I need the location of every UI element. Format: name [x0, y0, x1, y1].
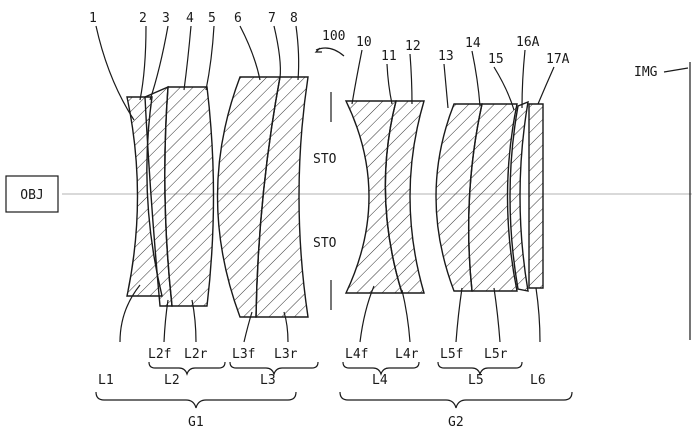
label-17a: 17A: [546, 52, 570, 67]
label-11: 11: [381, 49, 397, 64]
label-l3r: L3r: [274, 347, 298, 362]
label-l3f: L3f: [232, 347, 255, 362]
label-l2r: L2r: [184, 347, 208, 362]
label-8: 8: [290, 11, 298, 26]
label-6: 6: [234, 11, 242, 26]
sto-label-upper: STO: [313, 152, 337, 167]
label-5: 5: [208, 11, 216, 26]
label-2: 2: [139, 11, 147, 26]
lens-l2r: [164, 86, 215, 307]
label-l4r: L4r: [395, 347, 419, 362]
label-g1: G1: [188, 415, 204, 430]
label-l5r: L5r: [484, 347, 508, 362]
label-l6: L6: [530, 373, 546, 388]
label-l4: L4: [372, 373, 388, 388]
label-l1: L1: [98, 373, 114, 388]
lens-l4r: [384, 100, 425, 294]
label-l5f: L5f: [440, 347, 463, 362]
ref-100-arrow: [314, 47, 322, 53]
lens-l3r: [255, 76, 309, 318]
sto-label-lower: STO: [313, 236, 337, 251]
label-10: 10: [356, 35, 372, 50]
img-leader: [663, 67, 689, 73]
label-15: 15: [488, 52, 504, 67]
label-4: 4: [186, 11, 194, 26]
label-l2: L2: [164, 373, 180, 388]
img-label: IMG: [634, 65, 658, 80]
lens-l6: [528, 103, 544, 289]
bottom-leaders: [119, 284, 541, 343]
ref-100: 100: [322, 29, 345, 44]
label-12: 12: [405, 39, 421, 54]
label-l5: L5: [468, 373, 484, 388]
label-13: 13: [438, 49, 454, 64]
label-l2f: L2f: [148, 347, 171, 362]
label-16a: 16A: [516, 35, 540, 50]
element-16a: [509, 100, 529, 292]
label-7: 7: [268, 11, 276, 26]
sub-brackets: [148, 361, 523, 376]
label-g2: G2: [448, 415, 464, 430]
top-leaders: [95, 25, 555, 121]
label-1: 1: [89, 11, 97, 26]
obj-box: [5, 175, 59, 213]
lens-l5r: [467, 103, 518, 292]
group-brackets: [95, 391, 573, 409]
label-14: 14: [465, 36, 481, 51]
label-l4f: L4f: [345, 347, 368, 362]
obj-label: OBJ: [20, 188, 43, 203]
label-3: 3: [162, 11, 170, 26]
label-l3: L3: [260, 373, 276, 388]
